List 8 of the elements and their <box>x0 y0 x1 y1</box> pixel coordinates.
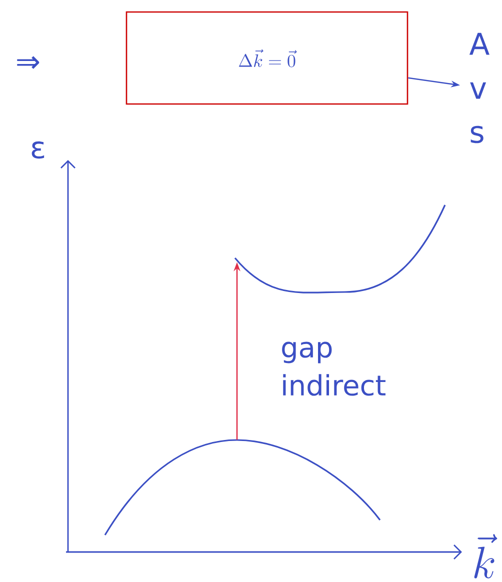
valence-band-curve <box>104 439 381 536</box>
implies-sign: ⇒ <box>17 56 40 69</box>
axis-label: ε <box>32 141 44 159</box>
cut-off-text: A v s <box>469 32 490 144</box>
edge-label: gap indirect <box>282 342 386 396</box>
axis-label: $\vec{k}$ <box>474 534 498 578</box>
formula-box: $\Delta \vec{k} = \vec{0}$ <box>126 11 408 105</box>
conduction-band-curve <box>234 204 446 294</box>
